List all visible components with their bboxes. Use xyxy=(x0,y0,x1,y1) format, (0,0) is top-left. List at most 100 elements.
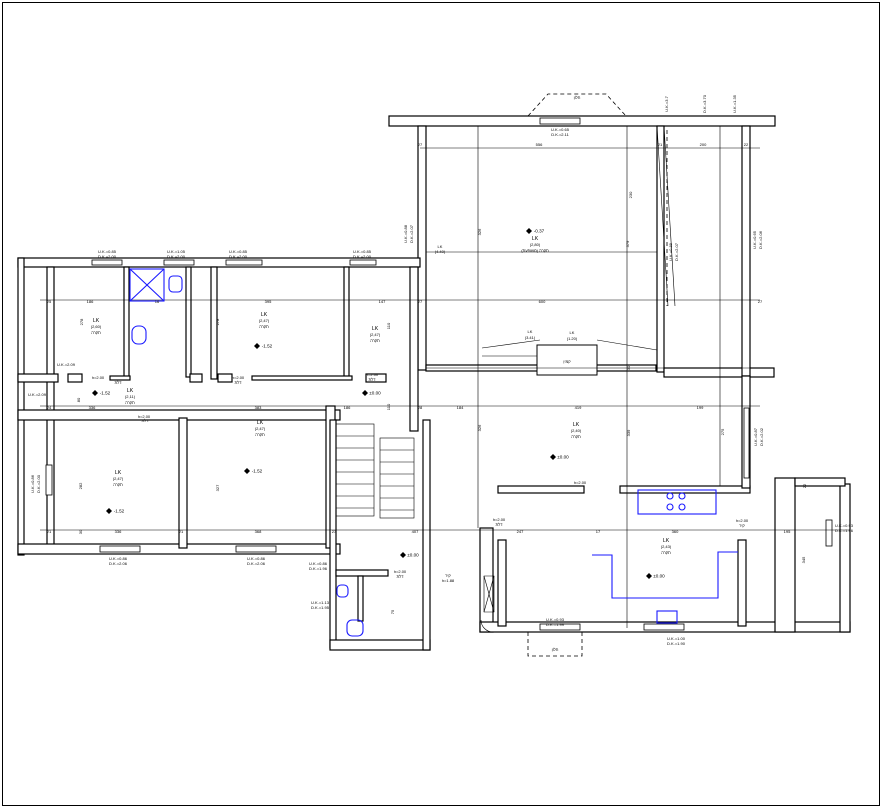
dim-vert-10: 345 xyxy=(801,556,806,563)
dim-vert-11: 22 xyxy=(802,483,807,488)
door-label-a: דלת xyxy=(114,380,122,385)
door-label-e: דלת xyxy=(396,574,404,579)
level-stair: ±0.00 xyxy=(407,553,419,558)
opening-o9: U.K.=0.86 xyxy=(247,556,266,561)
toilet-1 xyxy=(168,275,183,293)
dim-row3-9: 195 xyxy=(784,529,791,534)
opening-o19: U.K.=1.35 xyxy=(732,94,737,113)
dim-vert-8: 339 xyxy=(626,429,631,436)
opening-o15b: D.K.=1.96 xyxy=(835,528,854,533)
washbasin-1 xyxy=(131,325,147,345)
fireplace xyxy=(536,344,598,376)
opening-o8b: D.K.=2.06 xyxy=(109,561,128,566)
room-ceiling-bed-2: (2,47) xyxy=(255,426,266,431)
room-code-bed-2: LK xyxy=(257,420,264,426)
lk-mid3: LK xyxy=(570,330,575,335)
level-main: ±0.00 xyxy=(557,455,569,460)
dim-row1-1: 186 xyxy=(87,299,94,304)
dim-vert-2: 327 xyxy=(215,484,220,491)
level-hall-marker xyxy=(92,390,98,396)
room-ceiling-main: (2,40) xyxy=(571,428,582,433)
opening-o5: U.K.=0.85 xyxy=(229,249,248,254)
height-h1: h=2.00 xyxy=(92,375,105,380)
room-ceiling-hall: (2,11) xyxy=(125,394,136,399)
dim-vert-16: 30 xyxy=(78,529,83,534)
level-side: ±0.00 xyxy=(369,391,381,396)
room-name-hall: תקרה xyxy=(125,400,135,405)
room-ceiling-room-b: (2,47) xyxy=(259,318,270,323)
dim-row2-6: 419 xyxy=(575,405,582,410)
level-main-marker xyxy=(550,454,556,460)
room-code-kitchen: LK xyxy=(663,538,670,544)
dim-row1-3: 395 xyxy=(265,299,272,304)
room-code-bed-1: LK xyxy=(115,470,122,476)
door-label-b: דלת xyxy=(234,380,242,385)
height-h2: h=2.00 xyxy=(232,375,245,380)
room-name-main: תקרה xyxy=(571,434,581,439)
level-bed-2: -1.52 xyxy=(252,469,263,474)
structure-lines xyxy=(477,125,721,628)
opening-o3b: D.K.=2.00 xyxy=(98,254,117,259)
dim-row1-4: 147 xyxy=(379,299,386,304)
level-bed-2-marker xyxy=(244,468,250,474)
opening-o10b: D.K.=1.96 xyxy=(309,566,328,571)
dim-row2-2: 383 xyxy=(255,405,262,410)
opening-o18: D.K.=3.70 xyxy=(702,94,707,113)
opening-o2b: D.K.=2.07 xyxy=(409,224,414,243)
dim-row2-5: 184 xyxy=(457,405,464,410)
fireplace-label: קמין xyxy=(563,359,571,364)
room-ceiling-kitchen: (2,43) xyxy=(661,544,672,549)
opening-o12: U.K.=0.93 xyxy=(546,617,565,622)
staircase xyxy=(335,423,415,519)
lk-mid: LK xyxy=(528,329,533,334)
opening-o20: U.K.=0.65 xyxy=(752,230,757,249)
opening-o11b: D.K.=1.95 xyxy=(311,605,330,610)
level-kitchen: ±0.00 xyxy=(653,574,665,579)
opening-o7: U.K.=0.86 xyxy=(30,474,35,493)
opening-o14b: D.K.=2.02 xyxy=(759,427,764,446)
room-ceiling-room-a: (2,60) xyxy=(91,324,102,329)
dim-vert-1: 278 xyxy=(215,318,220,325)
dim-row3-8: 360 xyxy=(672,529,679,534)
level-kitchen-marker xyxy=(646,573,652,579)
dim-row1-5: 27 xyxy=(418,299,423,304)
dim-row2-1: 336 xyxy=(89,405,96,410)
level-hall: -1.52 xyxy=(100,391,111,396)
dim-vert-0: 278 xyxy=(79,318,84,325)
dim-vert-5: 379 xyxy=(625,240,630,247)
room-ceiling-room-c: (2,47) xyxy=(370,332,381,337)
dim-row3-5: 407 xyxy=(412,529,419,534)
level-side-marker xyxy=(362,390,368,396)
dim-top-0: 27 xyxy=(418,142,423,147)
room-code-room-c: LK xyxy=(372,326,379,332)
windows xyxy=(45,117,833,631)
opening-o1b: D.K.=2.11 xyxy=(551,132,569,137)
height-h3: h=2.00 xyxy=(366,372,379,377)
opening-o20b: D.K.=2.06 xyxy=(758,230,763,249)
dim-vert-7: 326 xyxy=(477,424,482,431)
dim-row3-1: 336 xyxy=(115,529,122,534)
dim-row3-2: 21 xyxy=(179,529,184,534)
wall-label-top: קיר xyxy=(739,523,745,528)
room-ceiling-bed-1: (2,47) xyxy=(113,476,124,481)
lk-mid2: (3.41) xyxy=(525,335,536,340)
height-h7: h=2.00 xyxy=(736,518,749,523)
level-bed-1: -1.52 xyxy=(114,509,125,514)
dim-vert-15: 75 xyxy=(390,609,395,614)
opening-o10: U.K.=0.86 xyxy=(309,561,328,566)
opening-o11: U.K.=1.13 xyxy=(311,600,330,605)
dim-row2-0: 24 xyxy=(47,405,52,410)
dim-row3-6: 247 xyxy=(517,529,524,534)
walls xyxy=(17,115,851,651)
room-code-hall: LK xyxy=(127,388,134,394)
dim-top-4: 22 xyxy=(744,142,749,147)
door-label-d: דלת xyxy=(141,418,149,423)
shower-tray xyxy=(129,268,165,302)
fixtures xyxy=(129,268,738,637)
level-living: -0.37 xyxy=(534,229,545,234)
level-room-b: -1.52 xyxy=(262,344,273,349)
room-code-living: LK xyxy=(532,236,539,242)
dim-row3-4: 23 xyxy=(332,529,337,534)
